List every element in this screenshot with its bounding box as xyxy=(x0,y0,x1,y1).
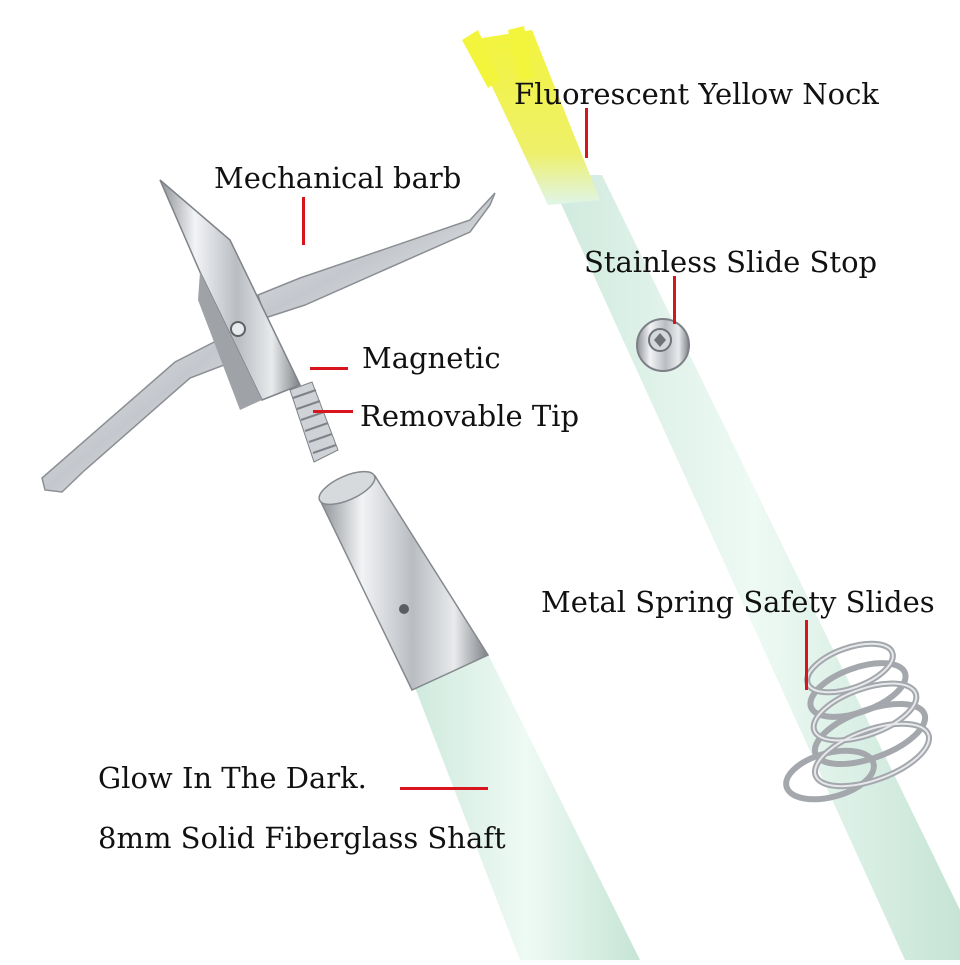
leader-glow xyxy=(400,787,488,790)
label-slide-stop: Stainless Slide Stop xyxy=(584,245,878,279)
label-nock: Fluorescent Yellow Nock xyxy=(514,77,879,111)
label-barb: Mechanical barb xyxy=(214,161,462,195)
leader-barb xyxy=(302,197,305,245)
leader-removable-tip xyxy=(313,410,353,413)
yellow-nock xyxy=(462,26,600,205)
leader-spring xyxy=(805,620,808,690)
leader-magnetic xyxy=(310,367,348,370)
steel-ferrule xyxy=(318,470,490,691)
label-shaft: 8mm Solid Fiberglass Shaft xyxy=(98,821,506,855)
label-glow: Glow In The Dark. xyxy=(98,761,367,795)
leader-slide-stop xyxy=(673,276,676,324)
right-shaft xyxy=(548,175,960,960)
slide-stop-screw xyxy=(636,318,690,372)
broadhead-tip xyxy=(159,179,339,463)
label-spring-slides: Metal Spring Safety Slides xyxy=(541,585,935,619)
left-shaft xyxy=(412,650,640,960)
label-removable-tip: Removable Tip xyxy=(360,399,580,433)
leader-nock xyxy=(585,108,588,158)
label-magnetic: Magnetic xyxy=(362,341,501,375)
